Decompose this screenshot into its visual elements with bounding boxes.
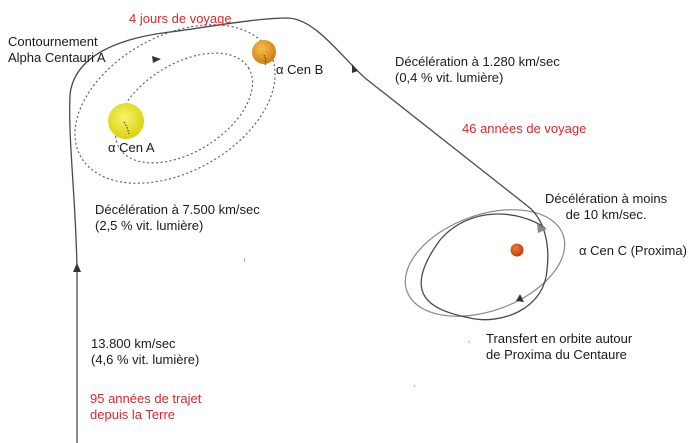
- travel-time-b-label: 4 jours de voyage: [129, 11, 232, 26]
- travel-time-c-label: 46 années de voyage: [462, 121, 587, 136]
- spacecraft-trajectory: [69, 17, 549, 443]
- orbit-transfer-line1: Transfert en orbite autour: [486, 331, 633, 346]
- star-alpha-centauri-a: [108, 103, 144, 139]
- stray-mark-2: [467, 340, 471, 344]
- arrow-down-icon: [352, 64, 358, 73]
- initial-speed-line1: 13.800 km/sec: [91, 336, 176, 351]
- arrow-diagonal-icon: [516, 294, 524, 302]
- decel-a-line1: Décélération à 7.500 km/sec: [95, 202, 260, 217]
- orbit-ab-large: [74, 24, 276, 184]
- arrow-up-icon: [73, 263, 81, 272]
- travel-time-earth-label: 95 années de trajet depuis la Terre: [90, 391, 201, 423]
- orbit-transfer-label: Transfert en orbite autour de Proxima du…: [486, 331, 632, 363]
- initial-speed-label: 13.800 km/sec (4,6 % vit. lumière): [91, 336, 199, 368]
- star-proxima-centauri: [510, 243, 524, 257]
- decel-a-line2: (2,5 % vit. lumière): [95, 218, 204, 233]
- arrow-right-icon: [152, 56, 161, 63]
- stray-mark-3: [413, 384, 416, 388]
- decel-c-line2: de 10 km/sec.: [565, 207, 647, 222]
- decel-b-line2: (0,4 % vit. lumière): [395, 70, 504, 85]
- decel-c-label: Décélération à moins de 10 km/sec.: [545, 191, 667, 223]
- stray-mark-1: [243, 257, 246, 263]
- star-a-label: α Cen A: [108, 140, 155, 155]
- orbit-transfer-line2: de Proxima du Centaure: [486, 347, 627, 362]
- flyby-label-line1: Contournement: [8, 34, 98, 49]
- pointer-mark-b: [263, 54, 267, 67]
- initial-speed-line2: (4,6 % vit. lumière): [91, 352, 200, 367]
- flyby-label: Contournement Alpha Centauri A: [8, 34, 106, 66]
- decel-b-line1: Décélération à 1.280 km/sec: [395, 54, 560, 69]
- orbit-a-inner: [114, 52, 254, 164]
- arrow-orbit-icon: [537, 224, 547, 233]
- decel-c-line1: Décélération à moins: [545, 191, 668, 206]
- flyby-label-line2: Alpha Centauri A: [8, 50, 106, 65]
- decel-b-label: Décélération à 1.280 km/sec (0,4 % vit. …: [395, 54, 560, 86]
- star-c-label: α Cen C (Proxima): [579, 243, 687, 258]
- travel-time-earth-line1: 95 années de trajet: [90, 391, 202, 406]
- orbit-proxima: [404, 209, 566, 317]
- travel-time-earth-line2: depuis la Terre: [90, 407, 176, 422]
- star-b-label: α Cen B: [276, 62, 324, 77]
- star-alpha-centauri-b: [252, 40, 276, 64]
- decel-a-label: Décélération à 7.500 km/sec (2,5 % vit. …: [95, 202, 260, 234]
